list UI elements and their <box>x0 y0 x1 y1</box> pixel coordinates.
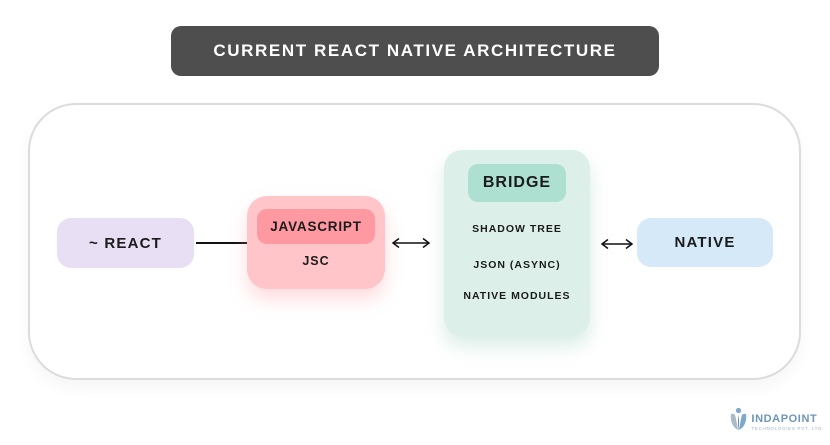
logo-name: INDAPOINT <box>751 413 818 425</box>
bridge-item-shadow-tree: SHADOW TREE <box>472 223 562 235</box>
double-arrow-javascript-bridge-icon <box>388 236 434 255</box>
javascript-box-header: JAVASCRIPT <box>257 209 375 244</box>
double-arrow-bridge-native-icon <box>597 237 637 256</box>
bridge-item-native-modules: NATIVE MODULES <box>463 290 571 302</box>
indapoint-logo: INDAPOINT TECHNOLOGIES PVT. LTD. <box>729 406 824 439</box>
javascript-box: JAVASCRIPT JSC <box>247 196 385 289</box>
bridge-box-label: BRIDGE <box>482 174 552 191</box>
bridge-box: BRIDGE SHADOW TREE JSON (ASYNC) NATIVE M… <box>444 150 590 336</box>
title-banner: CURRENT REACT NATIVE ARCHITECTURE <box>171 26 659 76</box>
react-box: ~ REACT <box>57 218 194 268</box>
javascript-box-label: JAVASCRIPT <box>270 219 362 234</box>
react-box-label: ~ REACT <box>89 234 162 252</box>
javascript-engine-label: JSC <box>302 254 330 268</box>
indapoint-logo-icon <box>729 406 748 439</box>
native-box-label: NATIVE <box>674 234 736 251</box>
native-box: NATIVE <box>637 218 773 267</box>
logo-tagline: TECHNOLOGIES PVT. LTD. <box>751 425 824 431</box>
bridge-item-json-async: JSON (ASYNC) <box>473 259 561 271</box>
page-title: CURRENT REACT NATIVE ARCHITECTURE <box>213 41 617 60</box>
bridge-box-header: BRIDGE <box>468 164 566 202</box>
connector-react-javascript <box>196 242 247 244</box>
